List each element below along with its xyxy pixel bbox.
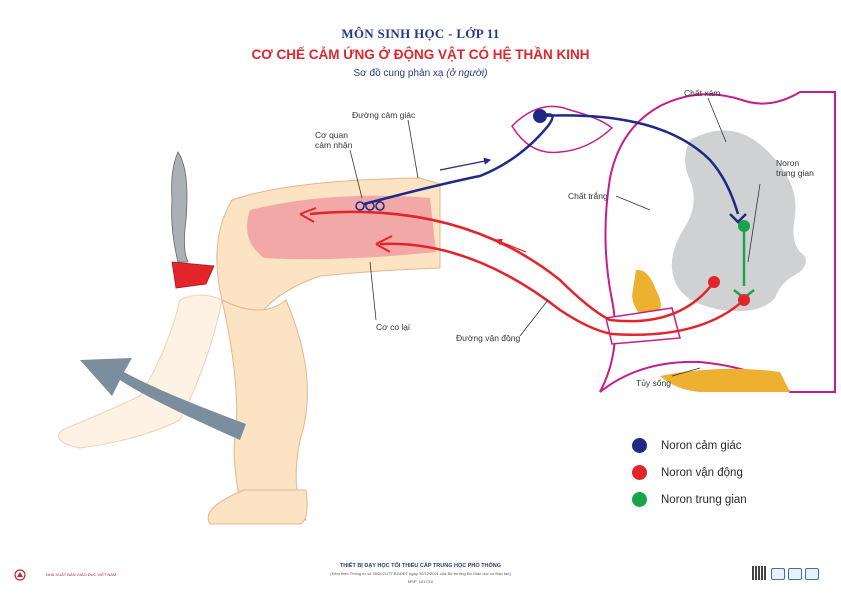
subtitle-main: Sơ đồ cung phản xạ	[353, 68, 444, 79]
sensory-neuron-to-cord	[539, 114, 740, 215]
motor-neuron-path-top	[309, 210, 716, 323]
label-interneuron-line2: trung gian	[776, 168, 814, 178]
muscle-endplate-b	[375, 235, 393, 253]
subject-title: MÔN SINH HỌC - LỚP 11	[341, 26, 500, 41]
motor-neuron-path-bottom	[379, 242, 745, 336]
legend-label-sensory: Noron cảm giác	[661, 439, 742, 452]
footer-code: MSP: 1017/10	[407, 579, 434, 584]
legend-dot-sensory	[632, 438, 647, 453]
lower-leg	[221, 299, 308, 521]
label-receptor-line1: Cơ quan	[315, 130, 348, 140]
leader-muscle	[369, 261, 377, 321]
subtitle-italic: (ở người)	[446, 68, 488, 79]
kick-direction-arrow	[80, 358, 246, 440]
motor-neuron-body-b	[738, 294, 750, 306]
orange-bottom-band	[660, 368, 790, 392]
leader-gray-matter	[707, 97, 727, 143]
leg	[58, 177, 441, 525]
foot	[207, 489, 308, 525]
legend-item-sensory: Noron cảm giác	[632, 432, 747, 459]
hammer-head	[171, 261, 215, 289]
orange-ventral-root	[632, 269, 661, 320]
muscle-endplate-a	[299, 207, 317, 223]
thigh-muscle	[247, 195, 436, 260]
legend-item-motor: Noron vận động	[632, 459, 747, 486]
leader-receptor	[349, 149, 363, 199]
kicking-lower-leg	[58, 294, 223, 449]
label-motor-path: Đường vận động	[456, 333, 520, 343]
leader-spinal-cord	[671, 367, 701, 377]
reflex-hammer	[171, 151, 215, 289]
cert-logo-2	[788, 568, 802, 580]
cert-logo-3	[805, 568, 819, 580]
receptor-ring-c	[375, 201, 385, 211]
label-muscle: Cơ co lại	[376, 322, 410, 332]
motor-neuron-body-a	[708, 276, 720, 288]
label-white-matter: Chất trắng	[568, 191, 608, 201]
label-interneuron-line1: Noron	[776, 158, 799, 168]
spinal-cord	[511, 91, 836, 393]
legend-item-inter: Noron trung gian	[632, 486, 747, 513]
legend-dot-motor	[632, 465, 647, 480]
diagram-title: CƠ CHẾ CẢM ỨNG Ở ĐỘNG VẬT CÓ HỆ THẦN KIN…	[251, 47, 590, 62]
publisher-logo	[14, 569, 26, 581]
hammer-handle	[171, 151, 189, 263]
legend-label-motor: Noron vận động	[661, 466, 743, 479]
legend-label-inter: Noron trung gian	[661, 493, 747, 506]
footer-subtitle: (Kèm theo Thông tư số 39/2021/TT-BGDĐT n…	[330, 571, 511, 576]
footer-title: THIẾT BỊ DẠY HỌC TỐI THIỂU CẤP TRUNG HỌC…	[339, 563, 502, 569]
publisher-name: NHÀ XUẤT BẢN GIÁO DỤC VIỆT NAM	[46, 572, 117, 577]
legend: Noron cảm giác Noron vận động Noron trun…	[632, 432, 747, 513]
label-sensory-path: Đường cảm giác	[352, 110, 416, 120]
label-receptor-line2: cảm nhận	[315, 140, 353, 150]
diagram-subtitle: Sơ đồ cung phản xạ (ở người)	[0, 68, 841, 79]
receptor-ring-a	[355, 201, 365, 211]
label-gray-matter: Chất xám	[684, 88, 720, 98]
qr-code	[752, 566, 766, 580]
legend-dot-inter	[632, 492, 647, 507]
sensory-synapse	[729, 213, 747, 224]
label-spinal-cord: Tủy sống	[636, 378, 671, 388]
leader-sensory-path	[407, 119, 419, 179]
sensory-neuron-body	[533, 109, 547, 123]
sensory-neuron-path	[363, 113, 554, 206]
cert-logo-1	[771, 568, 785, 580]
sensory-direction-arrow	[439, 157, 492, 171]
certification-logos	[771, 568, 819, 580]
receptor-ring-b	[365, 201, 375, 211]
leader-interneuron	[747, 183, 761, 263]
interneuron-body	[738, 220, 750, 232]
leader-white-matter	[615, 195, 651, 211]
motor-direction-arrow	[494, 238, 527, 253]
leader-motor-path	[519, 299, 549, 337]
dorsal-root-tube	[511, 105, 614, 154]
